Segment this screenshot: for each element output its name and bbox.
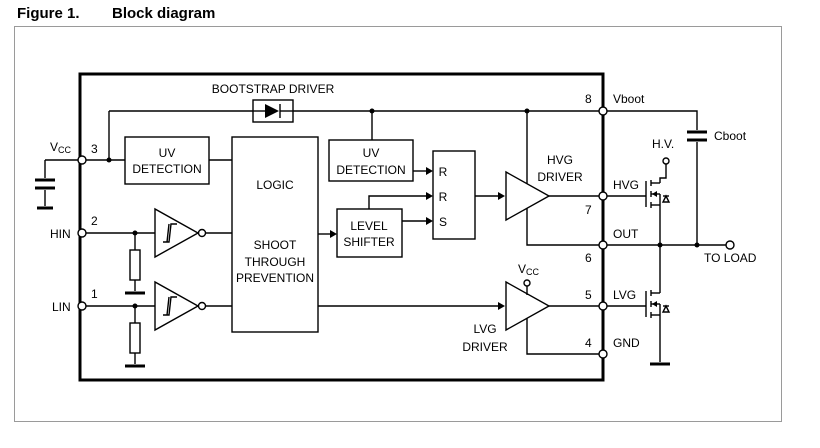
lvg-pin-label: LVG: [613, 288, 636, 302]
latch-pin-label: S: [439, 215, 447, 229]
pin-lin: [77, 301, 87, 311]
shoot-through-label: SHOOT: [254, 238, 297, 252]
hysteresis-icon: [163, 296, 177, 316]
arrow-icon: [498, 302, 505, 310]
figure-title: Block diagram: [112, 5, 216, 22]
hv-terminal: [662, 157, 670, 165]
logic-label: LOGIC: [256, 178, 294, 192]
arrow-icon: [426, 217, 433, 225]
arrow-icon: [426, 167, 433, 175]
to-load-terminal: [725, 240, 735, 250]
arrow-icon: [426, 192, 433, 200]
vcc-wires: [82, 110, 603, 161]
hvg-pin-label: HVG: [613, 178, 639, 192]
pin-number: 4: [585, 336, 592, 350]
pulldown-resistor: [129, 249, 141, 281]
arrow-icon: [498, 192, 505, 200]
pin-number: 6: [585, 251, 592, 265]
junction: [106, 157, 112, 163]
hv-label: H.V.: [652, 137, 674, 151]
pulldown-resistor: [129, 322, 141, 354]
bootstrap-diode: [252, 99, 294, 123]
bootstrap-driver-label: BOOTSTRAP DRIVER: [212, 82, 335, 96]
pin-number: 7: [585, 203, 592, 217]
vboot-pin-label: Vboot: [613, 92, 645, 106]
inverter-bubble: [197, 228, 207, 238]
pin-gnd: [598, 349, 608, 359]
out-pin-label: OUT: [613, 227, 639, 241]
level-shifter-label: SHIFTER: [343, 235, 395, 249]
hin-pin-label: HIN: [50, 227, 71, 241]
uv-detection-label: UV: [159, 146, 176, 160]
pin-number: 2: [91, 214, 98, 228]
lvg-driver-label: DRIVER: [462, 340, 508, 354]
pin-vcc: [77, 155, 87, 165]
uv-detection-label: UV: [363, 146, 380, 160]
latch-pin-label: R: [439, 190, 448, 204]
hvg-driver-label: DRIVER: [537, 170, 583, 184]
inverter-bubble: [197, 301, 207, 311]
uv-detection-block: [328, 139, 414, 182]
figure-caption: Figure 1. Block diagram: [17, 5, 215, 22]
wire: [368, 195, 426, 209]
figure-number: Figure 1.: [17, 5, 80, 22]
pin-hin: [77, 228, 87, 238]
pin-lvg: [598, 301, 608, 311]
vcc-internal-label: VCC: [518, 262, 540, 277]
lvg-driver-label: LVG: [473, 322, 496, 336]
lin-pin-label: LIN: [52, 300, 71, 314]
level-shifter-block: [336, 208, 403, 258]
level-shifter-label: LEVEL: [350, 219, 388, 233]
schmitt-trigger-buffer: [154, 280, 200, 332]
pin-hvg: [598, 191, 608, 201]
to-load-label: TO LOAD: [704, 251, 757, 265]
pin-number: 8: [585, 92, 592, 106]
uv-detection-label: DETECTION: [336, 163, 405, 177]
shoot-through-label: THROUGH: [245, 255, 306, 269]
hysteresis-icon: [163, 223, 177, 243]
ic-package-outline: [78, 72, 605, 382]
pin-vboot: [598, 106, 608, 116]
arrow-icon: [330, 230, 337, 238]
bootstrap-capacitor: [607, 110, 707, 245]
uv-detection-label: DETECTION: [132, 162, 201, 176]
wire: [526, 318, 603, 355]
pin-number: 3: [91, 142, 98, 156]
junction: [694, 242, 700, 248]
figure-frame: [14, 26, 782, 422]
wire: [526, 208, 603, 246]
rs-latch-block: [432, 150, 476, 240]
cboot-label: Cboot: [714, 129, 747, 143]
pin-number: 1: [91, 287, 98, 301]
latch-pin-label: R: [439, 165, 448, 179]
gnd-pin-label: GND: [613, 336, 640, 350]
vcc-decoupling-capacitor: [35, 159, 78, 210]
uv-detection-block: [124, 136, 210, 185]
vcc-pin-label: VCC: [50, 140, 72, 155]
low-side-mosfet: [607, 245, 671, 362]
logic-block: [231, 136, 319, 333]
pin-out: [598, 240, 608, 250]
pin-number: 5: [585, 288, 592, 302]
schmitt-trigger-buffer: [154, 207, 200, 259]
wire: [659, 164, 667, 182]
hvg-driver-label: HVG: [547, 153, 573, 167]
high-side-mosfet: [607, 180, 671, 245]
shoot-through-label: PREVENTION: [236, 271, 314, 285]
vcc-terminal: [523, 279, 531, 287]
